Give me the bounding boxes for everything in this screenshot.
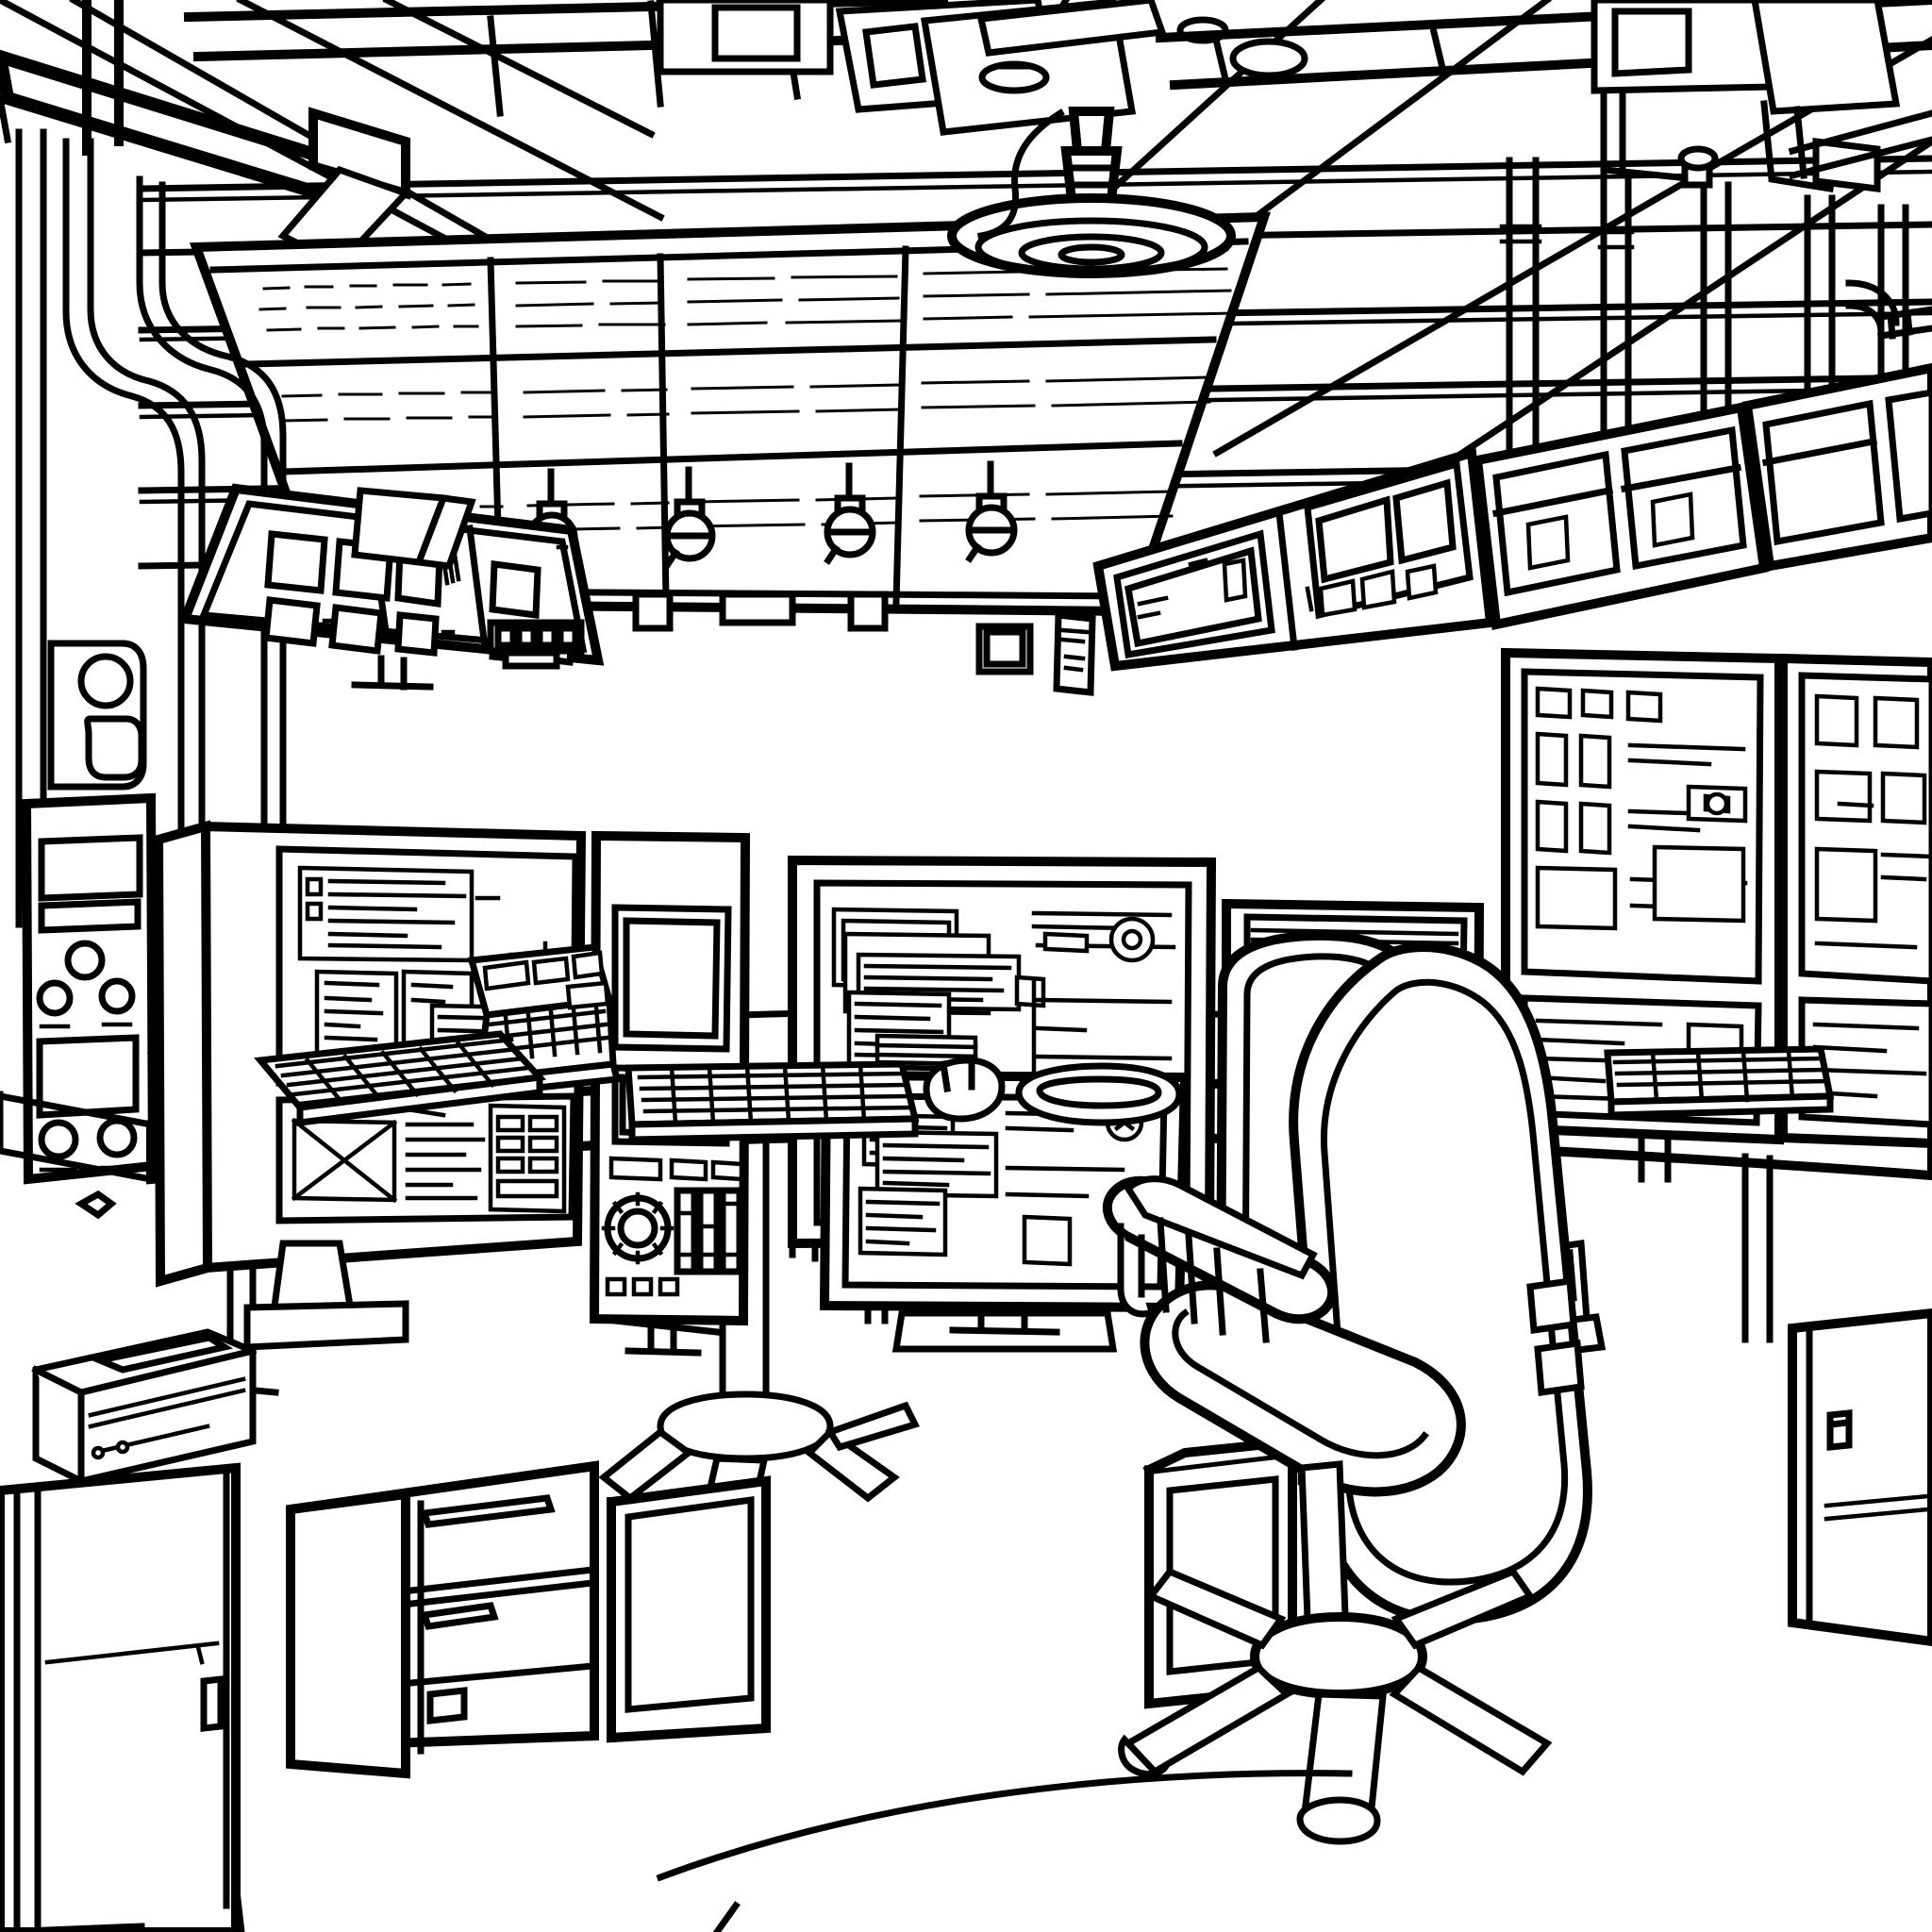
wall-monitor-bank <box>177 483 605 691</box>
filing-cabinet <box>286 1460 771 1779</box>
cable-conduit <box>15 128 287 1220</box>
monitor-wall-upper-right <box>1092 362 1932 672</box>
input-devices <box>254 943 1835 1143</box>
wall-module <box>487 591 1096 696</box>
floor-cabinet-right <box>1788 1307 1932 1647</box>
dome-lamp <box>947 107 1236 278</box>
printer <box>31 1328 258 1485</box>
monitor-right-wall <box>1501 647 1932 1183</box>
floor <box>0 1770 1353 1932</box>
floor-cabinet <box>0 1462 245 1932</box>
chair <box>1102 930 1592 1845</box>
